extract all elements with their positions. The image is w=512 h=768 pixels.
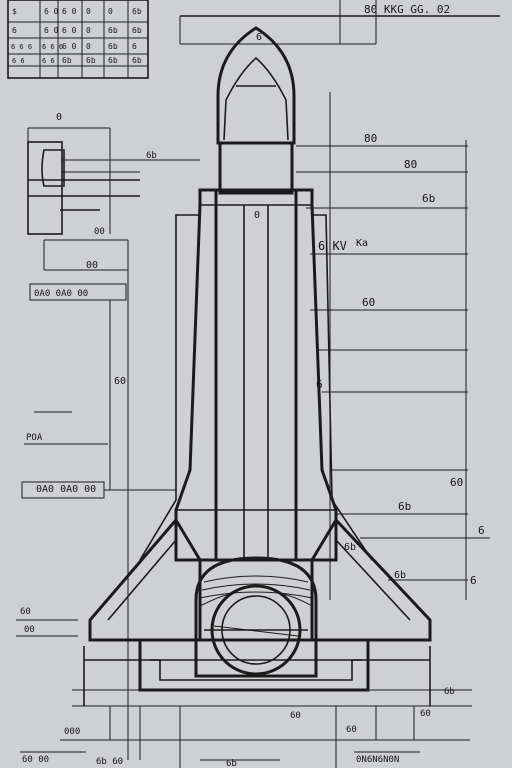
title-cell: 6 0 bbox=[62, 26, 77, 35]
bottom-note: 60 00 bbox=[22, 755, 49, 765]
title-cell: 6 0 bbox=[62, 42, 77, 51]
title-cell: 0 bbox=[86, 26, 91, 35]
left-label: 60 bbox=[20, 607, 31, 617]
callout: Ka bbox=[356, 238, 368, 249]
title-cell: 0 bbox=[86, 7, 91, 16]
title-cell: 6b bbox=[108, 42, 118, 51]
bottom-label: 000 bbox=[64, 727, 80, 737]
payload-section bbox=[218, 141, 294, 195]
dimension-label: 6 bbox=[478, 524, 485, 537]
title-cell: 6 bbox=[12, 26, 17, 35]
title-cell: 0 bbox=[108, 7, 113, 16]
bottom-label: 6b bbox=[444, 687, 455, 697]
callouts: Ka 0 6 bbox=[254, 32, 368, 249]
bottom-note: 6b 60 bbox=[96, 757, 123, 767]
engine-housing bbox=[194, 556, 318, 678]
bottom-label: 60 bbox=[420, 709, 431, 719]
dimension-label: 6 KV bbox=[318, 239, 347, 253]
nose-cone bbox=[216, 26, 296, 145]
callout: 0 bbox=[254, 210, 260, 221]
title-cell: 6b bbox=[62, 56, 72, 65]
right-dimensions: 80 80 6b 6 KV 60 6 60 6 6b 6 6b 6b bbox=[296, 92, 490, 600]
dimension-label: 0 bbox=[56, 112, 62, 123]
left-note: POA bbox=[26, 433, 43, 443]
bottom-note: 6b bbox=[226, 759, 237, 768]
dimension-label: 6 bbox=[316, 378, 323, 391]
title-cell: 6 6 6 bbox=[11, 43, 32, 51]
title-cell: 6 6 6 bbox=[42, 43, 63, 51]
left-fin bbox=[88, 517, 202, 642]
dimension-label: 6b bbox=[146, 151, 157, 161]
callout: 6 bbox=[256, 32, 262, 43]
callout: 6b bbox=[344, 542, 356, 553]
dimension-label: 60 bbox=[114, 376, 126, 387]
title-cell: 6 0 bbox=[44, 7, 59, 16]
dimension-label: 00 bbox=[94, 227, 105, 237]
bottom-label: 60 bbox=[290, 711, 301, 721]
left-detail: 0 6b 00 00 0A0 0A0 00 60 POA 0A0 0A0 00 … bbox=[16, 112, 200, 760]
main-fuselage bbox=[174, 188, 338, 562]
dimension-label: 80 bbox=[404, 158, 417, 171]
left-note: 0A0 0A0 00 bbox=[36, 484, 96, 495]
left-label: 00 bbox=[24, 625, 35, 635]
dimension-label: 80 bbox=[364, 132, 377, 145]
title-cell: 6b bbox=[108, 56, 118, 65]
rocket bbox=[83, 26, 432, 706]
engine-skirt bbox=[138, 638, 370, 692]
callout: 6b bbox=[394, 570, 406, 581]
left-note: 0A0 0A0 00 bbox=[34, 289, 88, 299]
dimension-label: 6b bbox=[398, 500, 411, 513]
title-cell: 6b bbox=[108, 26, 118, 35]
title-cell: 6 bbox=[132, 42, 137, 51]
dimension-label: 00 bbox=[86, 260, 98, 271]
title-cell: 6b bbox=[86, 56, 96, 65]
title-cell: 6 0 bbox=[62, 7, 77, 16]
title-cell: $ bbox=[12, 7, 17, 16]
title-cell: 6 6 bbox=[12, 57, 25, 65]
bottom-annotations: 000 60 60 60 6b 60 00 6b 60 0N6N6N0N 6b bbox=[20, 687, 472, 768]
dimension-label: 6 bbox=[470, 574, 477, 587]
title-cell: 6b bbox=[132, 26, 142, 35]
dimension-label: 60 bbox=[362, 296, 375, 309]
title-block: $ 6 0 6 0 0 0 6b 6 6 0 6 0 0 6b 6b 6 6 6… bbox=[7, 0, 149, 79]
header-note-box: 80 KKG GG. 02 bbox=[179, 0, 500, 45]
title-cell: 6b bbox=[132, 7, 142, 16]
right-fin bbox=[310, 517, 432, 642]
bottom-note: 0N6N6N0N bbox=[356, 755, 399, 765]
title-cell: 6 6 bbox=[42, 57, 55, 65]
dimension-label: 60 bbox=[450, 476, 463, 489]
title-cell: 0 bbox=[86, 42, 91, 51]
title-cell: 6 0 bbox=[44, 26, 59, 35]
bottom-label: 60 bbox=[346, 725, 357, 735]
dimension-label: 6b bbox=[422, 192, 435, 205]
header-note: 80 KKG GG. 02 bbox=[364, 3, 450, 16]
title-cell: 6b bbox=[132, 56, 142, 65]
